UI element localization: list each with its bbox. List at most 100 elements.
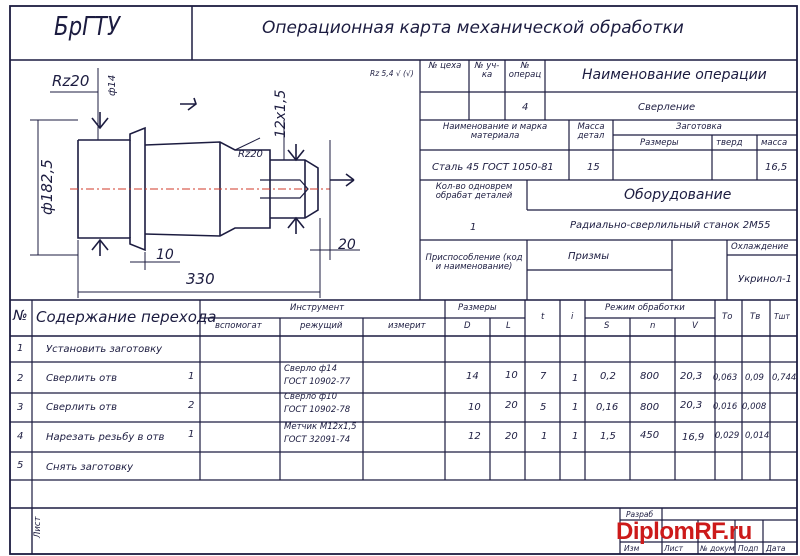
row-i: 1 — [572, 431, 579, 442]
col-aux-header: вспомогат — [215, 321, 262, 331]
material-label: Наименование и марка материала — [442, 122, 548, 141]
roughness-label-top: Rz20 — [52, 72, 90, 90]
col-to-header: То — [722, 312, 733, 322]
part-mass: 15 — [587, 162, 600, 173]
dim-10-label: 10 — [156, 247, 174, 263]
row-d: 14 — [466, 371, 479, 382]
equipment-value: Радиально-сверлильный станок 2М55 — [570, 220, 771, 231]
col-measuring-header: измерит — [388, 321, 426, 331]
row-s: 1,5 — [600, 431, 616, 442]
row-i: 1 — [572, 373, 579, 384]
row-tool-1: Сверло ф10 — [284, 392, 337, 402]
watermark-logo: DiplomRF.ru — [616, 518, 752, 545]
row-tsht: 0,744 — [772, 373, 797, 383]
dim-20-label: 20 — [338, 237, 356, 253]
row-n: 450 — [640, 430, 660, 441]
col-i-header: i — [571, 312, 574, 322]
row-tool-1: Сверло ф14 — [284, 364, 337, 374]
row-content: Установить заготовку — [46, 344, 163, 355]
thread-label: 12х1,5 — [273, 89, 289, 138]
row-tool-2: ГОСТ 32091-74 — [284, 435, 351, 445]
dimension-lines — [30, 68, 360, 298]
row-v: 20,3 — [680, 371, 703, 382]
developed-label: Разраб — [626, 510, 654, 519]
col-n-header: n — [650, 321, 656, 331]
sizes-label: Размеры — [640, 138, 679, 148]
row-v: 20,3 — [680, 400, 703, 411]
row-tv: 0,014 — [745, 431, 770, 441]
col-cutting-header: режущий — [300, 321, 343, 331]
row-no: 2 — [17, 373, 24, 384]
row-v: 16,9 — [682, 432, 705, 443]
row-tv: 0,008 — [742, 402, 767, 412]
row-s: 0,16 — [596, 402, 619, 413]
col-content-header: Содержание перехода — [36, 308, 217, 326]
col-sizes-header: Размеры — [458, 303, 497, 313]
col-l-header: L — [506, 321, 511, 331]
col-d-header: D — [464, 321, 471, 331]
diameter-big-label: ф182,5 — [38, 159, 56, 215]
col-tv-header: Тв — [750, 312, 761, 322]
col-tool-header: Инструмент — [290, 303, 345, 313]
row-l: 20 — [505, 400, 518, 411]
shop-no-label: № цеха — [428, 61, 462, 71]
row-s: 0,2 — [600, 371, 616, 382]
hardness-label: тверд — [716, 138, 743, 148]
blank-label: Заготовка — [676, 122, 722, 132]
signature-label: Подп — [738, 544, 759, 553]
sheet-col-label: Лист — [664, 544, 684, 553]
row-d: 12 — [468, 431, 481, 442]
date-label: Дата — [766, 544, 786, 553]
row-count: 1 — [188, 371, 195, 382]
sheet-label-vertical: Лист — [33, 516, 43, 538]
col-mode-header: Режим обработки — [605, 303, 685, 313]
row-no: 1 — [17, 343, 24, 354]
row-t: 7 — [540, 371, 547, 382]
row-to: 0,063 — [713, 373, 738, 383]
row-i: 1 — [572, 402, 579, 413]
fixture-label: Приспособление (код и наименование) — [425, 253, 523, 272]
roughness-sign: Rz 5,4 √ (√) — [370, 69, 414, 78]
diameter-small-label: ф14 — [107, 74, 118, 96]
row-tool-1: Метчик М12х1,5 — [284, 422, 357, 432]
col-t-header: t — [541, 312, 545, 322]
row-no: 5 — [17, 460, 24, 471]
row-to: 0,016 — [713, 402, 738, 412]
part-mass-label: Масса детал — [577, 122, 605, 141]
page-title: Операционная карта механической обработк… — [262, 18, 684, 38]
row-no: 4 — [17, 431, 24, 442]
col-tsht-header: Тшт — [774, 312, 790, 321]
row-d: 10 — [468, 402, 481, 413]
org-name: БрГТУ — [54, 12, 121, 42]
coolant-value: Укринол-1 — [738, 274, 792, 285]
doc-no-label: № докум — [700, 544, 735, 553]
row-tool-2: ГОСТ 10902-77 — [284, 377, 351, 387]
col-no-header: № — [13, 308, 28, 324]
row-l: 20 — [505, 431, 518, 442]
row-to: 0,029 — [715, 431, 740, 441]
section-no-label: № уч-ка — [474, 61, 500, 80]
col-s-header: S — [604, 321, 610, 331]
operation-no: 4 — [522, 102, 529, 113]
row-content: Сверлить отв — [46, 373, 118, 384]
coolant-label: Охлаждение — [731, 242, 789, 252]
roughness-label-mid: Rz20 — [238, 149, 263, 160]
row-l: 10 — [505, 370, 518, 381]
row-count: 2 — [188, 400, 195, 411]
row-n: 800 — [640, 371, 660, 382]
blank-mass: 16,5 — [765, 162, 788, 173]
row-t: 5 — [540, 402, 547, 413]
row-content: Сверлить отв — [46, 402, 118, 413]
row-no: 3 — [17, 402, 24, 413]
operation-no-label: № операц — [508, 61, 542, 80]
row-content: Снять заготовку — [46, 462, 134, 473]
operation-name-label: Наименование операции — [582, 67, 767, 83]
row-count: 1 — [188, 429, 195, 440]
row-t: 1 — [541, 431, 548, 442]
operation-name: Сверление — [638, 102, 696, 113]
row-content: Нарезать резьбу в отв — [46, 432, 165, 443]
row-n: 800 — [640, 402, 660, 413]
changed-label: Изм — [624, 544, 640, 553]
equipment-label: Оборудование — [624, 187, 732, 203]
